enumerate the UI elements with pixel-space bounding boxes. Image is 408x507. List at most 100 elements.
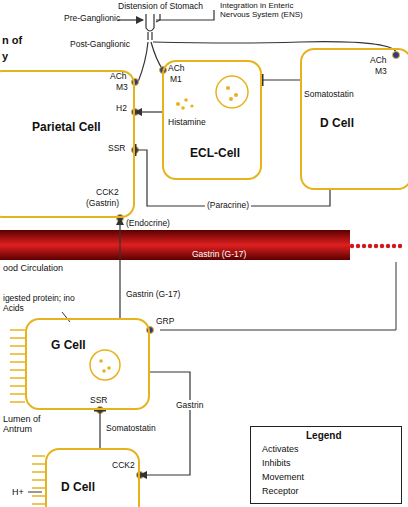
blood-vessel — [0, 230, 402, 260]
text-label: igested protein; ino Acids — [3, 294, 77, 314]
line-shape — [10, 353, 25, 355]
line-shape — [32, 487, 45, 489]
circle-shape — [234, 93, 238, 97]
text-label: SSR — [108, 144, 125, 154]
path-shape — [28, 492, 42, 493]
line-shape — [10, 393, 25, 395]
circle-shape — [393, 52, 400, 59]
text-label: y — [2, 50, 8, 63]
text-label: ACh — [370, 56, 387, 66]
circle-shape — [398, 244, 402, 248]
neuron — [118, 10, 396, 82]
cell-name: Parietal Cell — [32, 120, 101, 134]
line-shape — [32, 455, 45, 457]
path-shape — [148, 32, 152, 40]
legend-title: Legend — [306, 430, 342, 442]
text-label: Distension of Stomach — [118, 2, 203, 12]
cell-name: D Cell — [320, 116, 354, 130]
cell-box: D Cell — [45, 448, 140, 507]
connector-label: Gastrin — [174, 400, 205, 410]
line-shape — [10, 361, 25, 363]
circle-shape — [190, 104, 193, 107]
circle-shape — [132, 79, 139, 86]
text-label: M3 — [116, 83, 128, 93]
circle-shape — [99, 359, 103, 363]
legend-entry: Inhibits — [262, 458, 291, 468]
text-label: ood Circulation — [3, 263, 63, 273]
text-label: ACh — [110, 72, 127, 82]
receptors — [97, 52, 400, 479]
text-label: CCK2 — [112, 461, 135, 471]
text-label: Somatostatin — [106, 424, 156, 434]
path-shape — [138, 42, 148, 82]
circle-shape — [147, 327, 154, 334]
connector-label: (Paracrine) — [205, 200, 251, 210]
circle-shape — [380, 244, 384, 248]
circle-shape — [229, 97, 233, 101]
gastrin-vesicle — [90, 350, 120, 380]
cell-name: G Cell — [51, 338, 86, 352]
circle-shape — [374, 244, 378, 248]
text-label: ACh — [168, 64, 185, 74]
g-shape — [350, 244, 402, 248]
circle-shape — [181, 106, 185, 110]
legend-entry: Activates — [262, 444, 299, 454]
connector — [119, 218, 120, 318]
text-label: CCK2 — [96, 188, 119, 198]
histamine-granules — [176, 76, 248, 110]
text-label: M1 — [170, 75, 182, 85]
circle-shape — [356, 244, 360, 248]
cell-name: ECL-Cell — [190, 146, 240, 160]
text-label: Integration in Enteric Nervous System (E… — [220, 1, 312, 19]
path-shape — [151, 42, 163, 70]
line-shape — [32, 471, 45, 473]
circle-shape — [102, 369, 106, 373]
path-shape — [146, 14, 154, 31]
circle-shape — [90, 350, 120, 380]
connector — [99, 410, 100, 448]
path-shape — [156, 14, 160, 22]
line-shape — [10, 345, 25, 347]
text-label: GRP — [156, 317, 174, 327]
text-label: M3 — [375, 67, 387, 77]
path-shape — [156, 10, 214, 20]
circle-shape — [392, 244, 396, 248]
cell-name: D Cell — [61, 480, 95, 494]
line-shape — [10, 385, 25, 387]
legend-entry: Receptor — [262, 486, 299, 496]
line-shape — [10, 337, 25, 339]
line-shape — [10, 401, 25, 403]
path-shape — [160, 262, 396, 330]
circle-shape — [386, 244, 390, 248]
text-label: Gastrin (G-17) — [126, 290, 180, 300]
line-shape — [10, 377, 25, 379]
text-label: Lumen of Antrum — [3, 414, 53, 435]
circle-shape — [226, 86, 230, 90]
legend-entry: Movement — [262, 472, 304, 482]
circle-shape — [107, 366, 111, 370]
text-label: Pre-Ganglionic — [64, 14, 120, 24]
circle-shape — [176, 102, 180, 106]
cell-box: G Cell — [25, 318, 150, 410]
text-label: (Gastrin) — [86, 199, 119, 209]
text-label: Post-Ganglionic — [70, 40, 130, 50]
path-shape — [62, 312, 70, 322]
circle-shape — [368, 244, 372, 248]
cell-box: D Cell — [300, 48, 408, 190]
text-label: Somatostatin — [304, 90, 354, 100]
text-label: H+ — [12, 487, 24, 497]
line-shape — [32, 479, 45, 481]
rect-shape — [0, 230, 350, 260]
line-shape — [32, 503, 45, 505]
text-label: Histamine — [168, 118, 206, 128]
path-shape — [118, 19, 143, 20]
line-shape — [32, 495, 45, 497]
connector — [135, 111, 162, 112]
circle-shape — [184, 98, 188, 102]
line-shape — [10, 369, 25, 371]
circle-shape — [362, 244, 366, 248]
text-label: SSR — [90, 396, 107, 406]
circle-shape — [216, 76, 248, 108]
path-shape — [153, 42, 396, 52]
